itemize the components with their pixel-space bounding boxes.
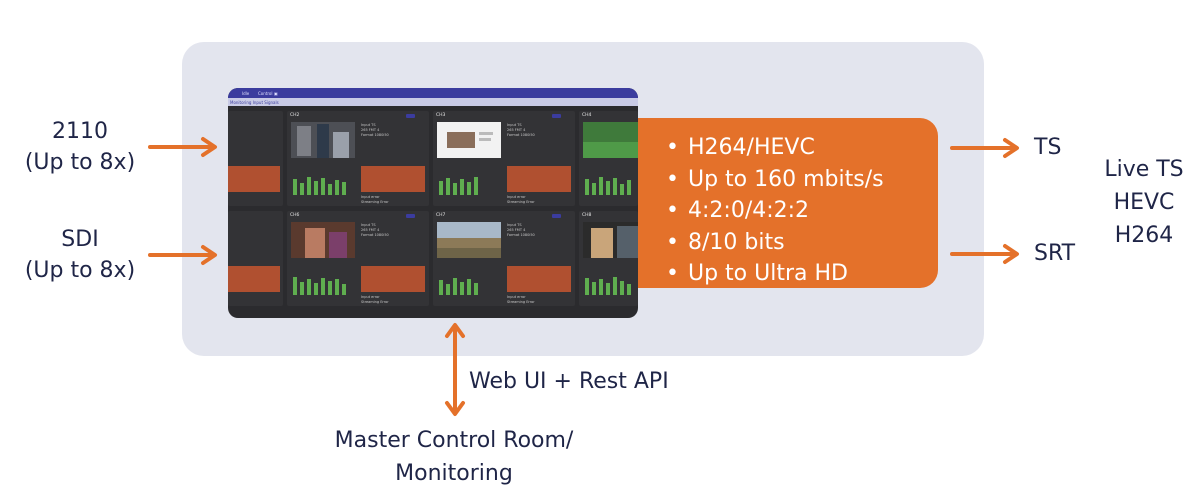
feature-item: Up to 160 mbits/s — [666, 164, 884, 196]
arrow-2110-input — [148, 137, 217, 157]
audio-level-meters — [439, 177, 478, 195]
channel-label: CH7 — [436, 213, 446, 218]
arrow-srt-output — [950, 244, 1019, 264]
channel-label: CH8 — [582, 213, 592, 218]
ui-tab-label: ldle — [242, 91, 250, 96]
stream-info: Input TS 265 FMT 4 Format 1080i50 — [361, 123, 389, 137]
status-text: Input error Streaming Error — [507, 295, 535, 304]
ui-tab-label: Control — [258, 91, 273, 96]
level-panel — [361, 166, 425, 192]
channel-badge — [406, 214, 415, 218]
video-thumbnail — [437, 122, 501, 158]
arrow-control-bidirectional — [445, 323, 465, 416]
stream-info: Input TS 265 FMT 4 Format 1080i50 — [507, 223, 535, 237]
channel-badge — [406, 114, 415, 118]
input-sdi-label: SDI (Up to 8x) — [10, 224, 150, 286]
audio-level-meters — [585, 177, 631, 195]
audio-level-meters — [439, 278, 478, 295]
arrow-ts-output — [950, 138, 1019, 158]
channel-badge — [552, 214, 561, 218]
channel-tile: CH2 Input TS 265 FMT 4 Format 1080i50 In… — [287, 111, 429, 206]
ui-subbar-label: Monitoring Input Signals — [230, 100, 279, 105]
channel-tile-partial: CH8 — [579, 211, 638, 306]
channel-tile: CH7 Input TS 265 FMT 4 Format 1080i50 In… — [433, 211, 575, 306]
output-srt-label: SRT — [1034, 241, 1076, 266]
video-thumbnail — [291, 122, 355, 158]
status-text: Input error Streaming Error — [361, 195, 389, 204]
channel-tile: CH3 Input TS 265 FMT 4 Format 1080i50 In… — [433, 111, 575, 206]
video-thumbnail — [583, 222, 638, 258]
stream-info: Input TS 265 FMT 4 Format 1080i50 — [507, 123, 535, 137]
monitoring-ui-screenshot: ldle Control ▣ Monitoring Input Signals … — [228, 88, 638, 318]
channel-badge — [552, 114, 561, 118]
stream-info: Input TS 265 FMT 4 Format 1080i50 — [361, 223, 389, 237]
output-ts-label: TS — [1034, 135, 1062, 160]
arrow-sdi-input — [148, 245, 217, 265]
feature-item: H264/HEVC — [666, 132, 884, 164]
audio-level-meters — [293, 177, 346, 195]
output-format: HEVC — [1113, 190, 1175, 215]
level-panel — [507, 166, 571, 192]
channel-tile-partial — [228, 211, 283, 306]
ui-sub-bar — [228, 98, 638, 106]
level-panel — [507, 266, 571, 292]
feature-item: 8/10 bits — [666, 227, 884, 259]
channel-tile-partial — [228, 111, 283, 206]
input-detail: (Up to 8x) — [24, 258, 136, 283]
video-thumbnail — [437, 222, 501, 258]
ui-top-bar — [228, 88, 638, 98]
ui-grid-icon: ▣ — [274, 91, 278, 96]
input-name: SDI — [61, 227, 99, 252]
mcr-line-1: Master Control Room/ — [334, 428, 574, 453]
status-text: Input error Streaming Error — [507, 195, 535, 204]
channel-label: CH6 — [290, 213, 300, 218]
output-format: H264 — [1114, 223, 1174, 248]
channel-tile-partial: CH4 — [579, 111, 638, 206]
web-ui-api-label: Web UI + Rest API — [469, 369, 669, 394]
master-control-label: Master Control Room/ Monitoring — [306, 424, 602, 490]
status-text: Input error Streaming Error — [361, 295, 389, 304]
level-panel — [228, 166, 280, 192]
feature-item: 4:2:0/4:2:2 — [666, 195, 884, 227]
audio-level-meters — [585, 277, 631, 295]
channel-label: CH3 — [436, 113, 446, 118]
level-panel — [228, 266, 280, 292]
channel-tile: CH6 Input TS 265 FMT 4 Format 1080i50 In… — [287, 211, 429, 306]
video-thumbnail — [291, 222, 355, 258]
input-name: 2110 — [52, 119, 108, 144]
output-format-list: Live TS HEVC H264 — [1092, 153, 1196, 252]
input-detail: (Up to 8x) — [24, 150, 136, 175]
channel-label: CH2 — [290, 113, 300, 118]
audio-level-meters — [293, 277, 346, 295]
level-panel — [361, 266, 425, 292]
encoder-feature-list: H264/HEVC Up to 160 mbits/s 4:2:0/4:2:2 … — [666, 132, 884, 290]
channel-label: CH4 — [582, 113, 592, 118]
output-format: Live TS — [1104, 157, 1184, 182]
input-2110-label: 2110 (Up to 8x) — [10, 116, 150, 178]
feature-item: Up to Ultra HD — [666, 258, 884, 290]
video-thumbnail — [583, 122, 638, 158]
mcr-line-2: Monitoring — [395, 461, 513, 486]
